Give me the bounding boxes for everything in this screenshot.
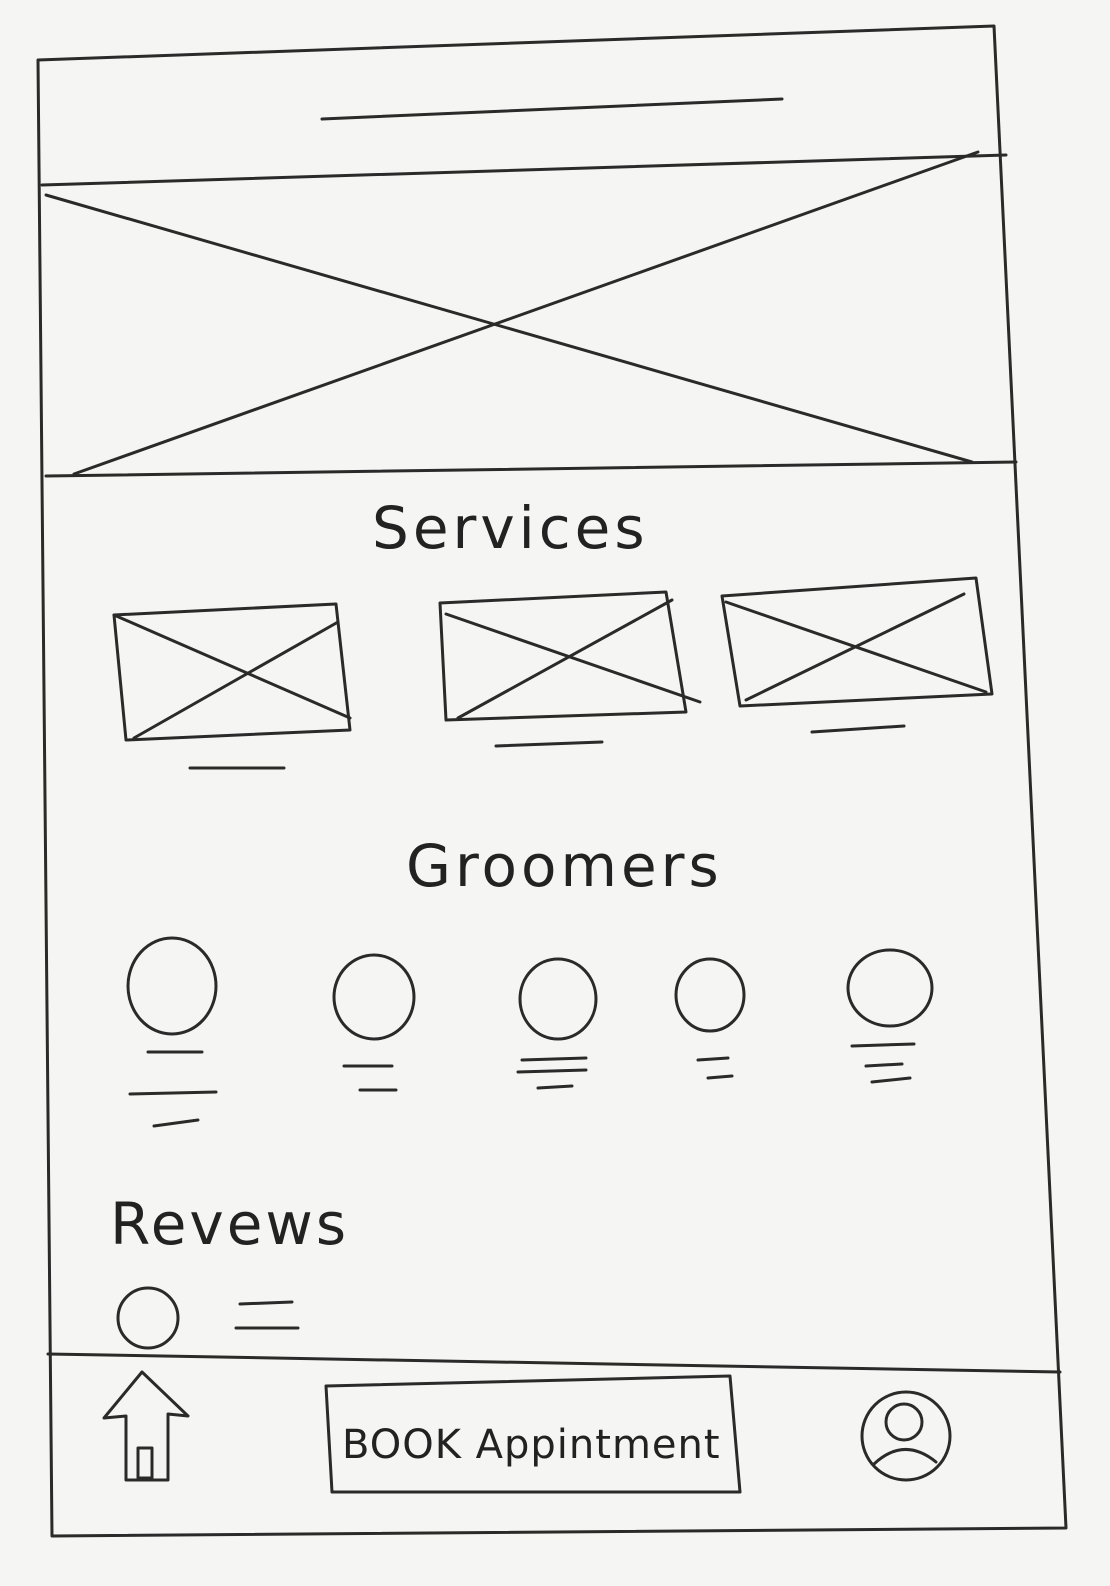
groomer-name-placeholder [696,1056,730,1062]
groomers-title: Groomers [406,832,723,900]
review-text-placeholder [238,1300,294,1306]
groomer-avatar [332,953,416,1041]
header-title-placeholder [320,97,784,121]
groomer-info-placeholder [870,1076,912,1084]
services-title: Services [372,494,649,562]
groomer-name-placeholder [520,1056,588,1062]
hero-bottom-divider [44,460,1018,478]
groomer-info-placeholder [864,1062,904,1068]
groomer-info-placeholder [536,1084,574,1090]
groomer-item[interactable] [516,957,598,1090]
reviewer-avatar [116,1286,180,1350]
groomer-item[interactable] [126,936,218,1128]
hero-image-placeholder [44,150,1018,478]
service-image-placeholder [438,590,688,722]
service-label-placeholder [494,740,604,748]
service-label-placeholder [810,724,906,734]
home-icon[interactable] [102,1370,190,1482]
groomer-avatar [674,957,746,1033]
service-image-placeholder [112,602,352,742]
groomer-info-placeholder [128,1090,218,1096]
book-appointment-button[interactable]: BOOK Appintment [324,1374,742,1494]
bottom-nav: BOOK Appintment [46,1352,1062,1494]
groomer-info-placeholder [706,1074,734,1080]
bottom-nav-divider [46,1352,1062,1374]
groomer-avatar [846,948,934,1028]
groomer-item[interactable] [846,948,934,1084]
service-card[interactable] [112,602,352,770]
reviews-title: Revews [110,1190,349,1258]
groomer-avatar [518,957,598,1041]
service-image-placeholder [720,576,994,708]
phone-frame [36,24,1068,1538]
service-card[interactable] [438,590,702,748]
groomer-info-placeholder [516,1068,588,1074]
review-item [116,1286,300,1350]
groomer-avatar [126,936,218,1036]
groomer-info-placeholder [152,1118,200,1128]
groomer-name-placeholder [850,1042,916,1048]
book-appointment-label: BOOK Appintment [342,1422,721,1468]
service-card[interactable] [720,576,994,734]
groomer-item[interactable] [674,957,746,1080]
groomer-item[interactable] [332,953,416,1092]
header [40,97,1008,187]
header-divider [40,153,1008,187]
user-profile-icon[interactable] [860,1390,952,1482]
